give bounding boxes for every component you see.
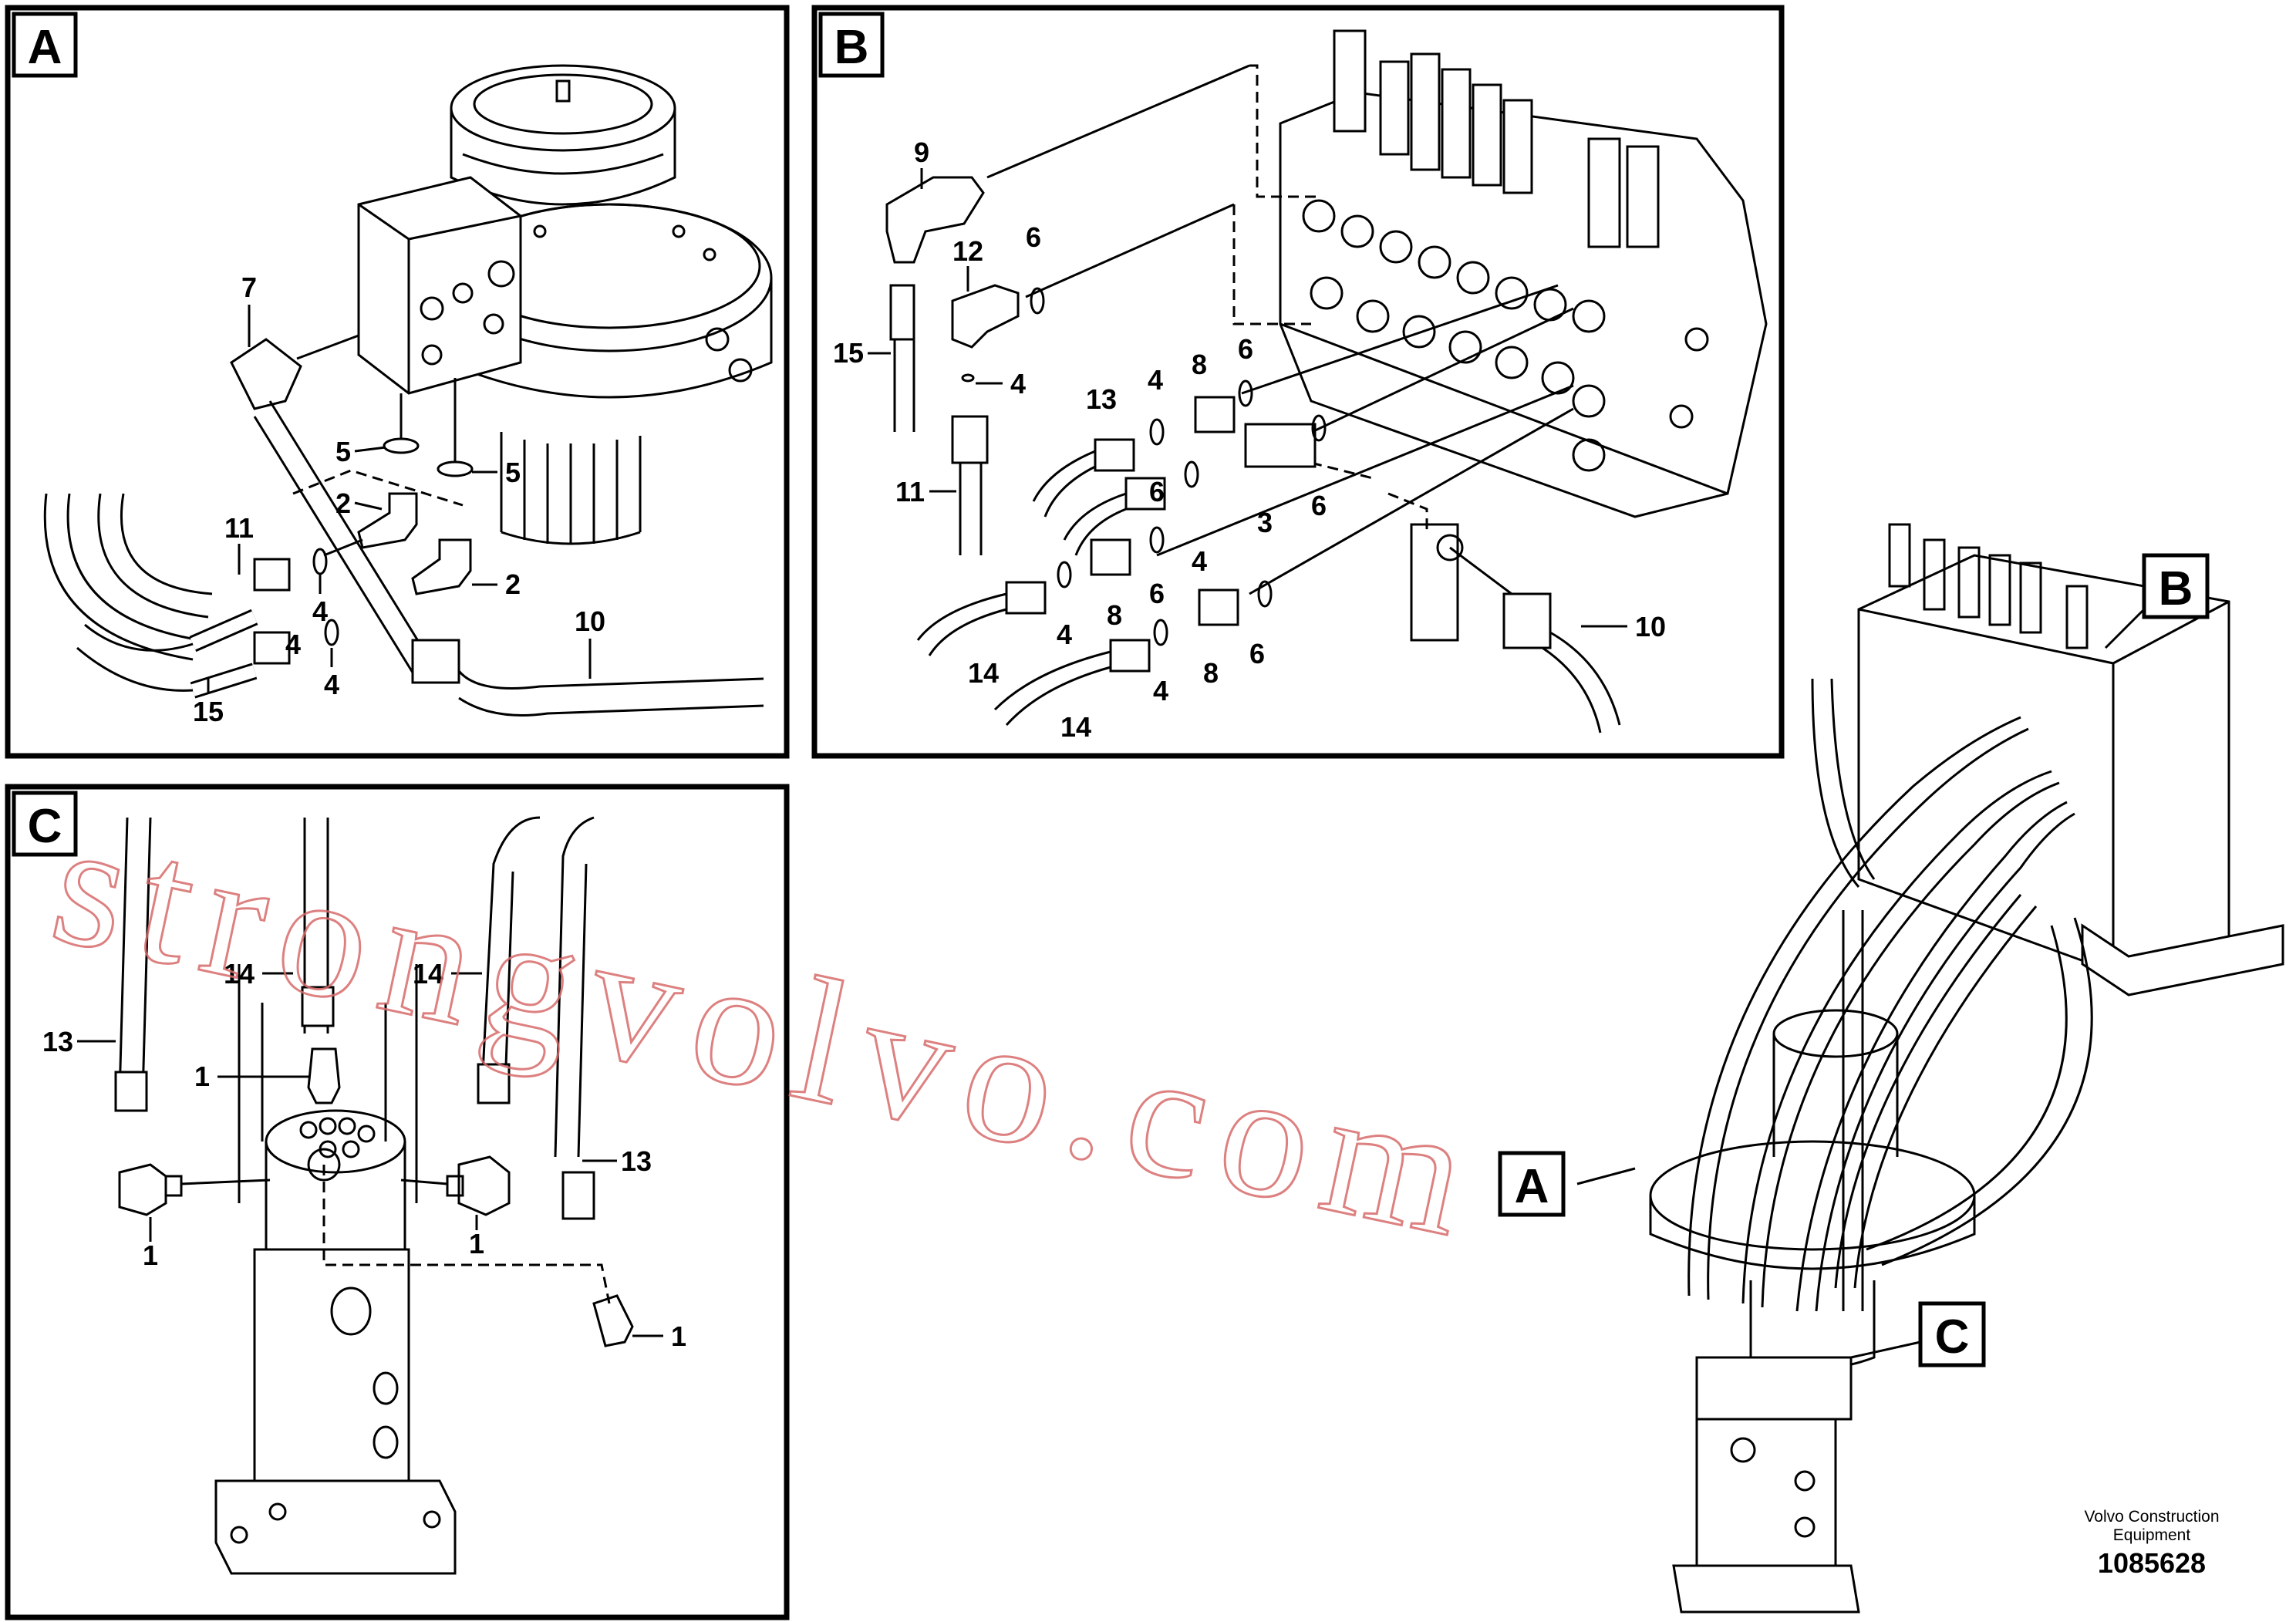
part-label: 4 — [324, 669, 339, 700]
part-label: 15 — [193, 696, 224, 727]
part-label: 8 — [1192, 349, 1207, 380]
part-label: 13 — [621, 1145, 652, 1177]
part-label: 4 — [1057, 619, 1072, 650]
brand-line-2: Equipment — [2112, 1526, 2191, 1544]
part-label: 2 — [505, 568, 521, 600]
part-label: 14 — [224, 958, 255, 990]
panel-a-letter: A — [28, 21, 62, 74]
part-label: 13 — [42, 1026, 73, 1057]
part-label: 10 — [575, 605, 605, 637]
part-label: 6 — [1311, 490, 1327, 521]
part-label: 10 — [1635, 611, 1666, 642]
panel-c — [5, 784, 790, 1620]
panel-letter-boxes: A B C B A C — [12, 12, 2210, 1367]
part-label: 3 — [1257, 507, 1273, 538]
panel-a-labels: 7 5 5 2 2 11 4 4 4 15 10 — [193, 271, 605, 727]
part-label: 6 — [1026, 221, 1041, 253]
panel-a — [5, 5, 790, 759]
watermark-text: strongvolvo.com — [39, 782, 1499, 1276]
part-label: 8 — [1203, 657, 1219, 689]
part-label: 13 — [1086, 383, 1117, 415]
panel-b-labels: 9 12 6 15 4 11 13 4 8 6 6 3 6 4 8 6 4 8 … — [833, 137, 1666, 743]
part-label: 12 — [952, 235, 983, 267]
part-label: 1 — [194, 1061, 210, 1092]
panel-c-letter: C — [28, 800, 62, 853]
part-label: 4 — [312, 595, 328, 627]
overview-assembly — [1576, 523, 2284, 1614]
panel-c-labels: 14 14 13 1 13 1 1 1 — [42, 958, 686, 1352]
part-label: 14 — [1060, 711, 1091, 743]
overview-callout-b: B — [2159, 562, 2193, 615]
part-label: 15 — [833, 337, 864, 369]
part-label: 6 — [1238, 333, 1253, 365]
part-label: 14 — [968, 657, 999, 689]
panel-b — [811, 5, 1785, 759]
footer-branding: Volvo Construction Equipment 1085628 — [2036, 1508, 2267, 1580]
part-label: 2 — [335, 487, 351, 519]
part-label: 11 — [224, 512, 254, 544]
part-label: 6 — [1149, 578, 1165, 609]
part-label: 4 — [1192, 545, 1207, 577]
part-label: 1 — [671, 1320, 686, 1352]
part-label: 5 — [335, 436, 351, 467]
part-label: 4 — [1153, 675, 1168, 706]
part-label: 9 — [914, 137, 929, 168]
part-label: 14 — [413, 958, 443, 990]
overview-callout-c: C — [1935, 1310, 1970, 1364]
part-label: 1 — [143, 1239, 158, 1271]
part-label: 8 — [1107, 599, 1122, 631]
part-label: 6 — [1149, 476, 1165, 508]
part-label: 1 — [469, 1228, 484, 1259]
part-label: 6 — [1249, 638, 1265, 669]
part-label: 5 — [505, 457, 521, 488]
part-label: 4 — [285, 629, 301, 660]
part-label: 11 — [895, 476, 925, 508]
part-label: 7 — [241, 271, 257, 303]
drawing-number: 1085628 — [2097, 1547, 2207, 1579]
part-label: 4 — [1148, 364, 1163, 396]
overview-callout-a: A — [1515, 1160, 1549, 1213]
part-label: 4 — [1010, 368, 1026, 400]
panel-b-letter: B — [834, 21, 869, 74]
brand-line-1: Volvo Construction — [2084, 1508, 2220, 1526]
